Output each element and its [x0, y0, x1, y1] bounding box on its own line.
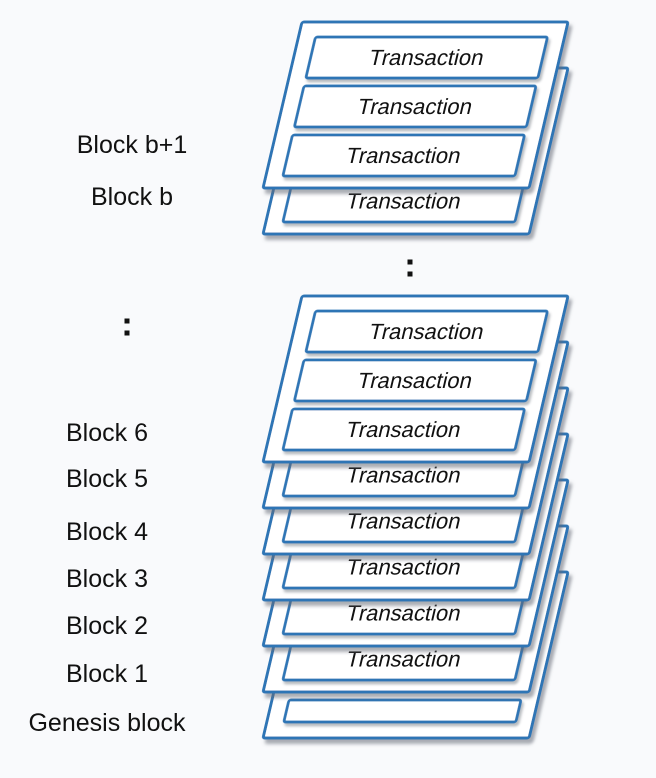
transaction-box	[281, 133, 526, 178]
side-label-block-6: Block 6	[66, 419, 148, 447]
side-label-block-1: Block 1	[66, 660, 148, 688]
transaction-label: Transaction	[344, 143, 464, 168]
transaction-label: Transaction	[367, 45, 487, 70]
transaction-label: Transaction	[355, 368, 475, 393]
side-label-block-3: Block 3	[66, 565, 148, 593]
transaction-label: Transaction	[344, 647, 464, 672]
transaction-box	[293, 358, 538, 403]
ellipsis-dot	[407, 259, 413, 265]
side-label-block-2: Block 2	[66, 612, 148, 640]
transaction-label: Transaction	[344, 555, 464, 580]
transaction-label: Transaction	[344, 463, 464, 488]
transaction-label: Transaction	[344, 601, 464, 626]
transaction-box	[304, 309, 549, 354]
transaction-label: Transaction	[344, 417, 464, 442]
side-label-block-b: Block b	[91, 183, 173, 211]
transaction-box	[293, 84, 538, 129]
transaction-box	[304, 35, 549, 80]
side-label-genesis-block: Genesis block	[28, 709, 186, 737]
side-label-block-4: Block 4	[66, 518, 148, 546]
side-label-block-5: Block 5	[66, 465, 148, 493]
transaction-label: Transaction	[344, 509, 464, 534]
transaction-box	[282, 698, 523, 724]
transaction-box	[281, 407, 526, 452]
transaction-label: Transaction	[344, 189, 464, 214]
ellipsis-dot	[124, 318, 130, 324]
transaction-label: Transaction	[355, 94, 475, 119]
side-label-block-b-1: Block b+1	[77, 131, 188, 159]
transaction-label: Transaction	[367, 319, 487, 344]
ellipsis-mark-2	[124, 318, 130, 336]
ellipsis-dot	[124, 330, 130, 336]
ellipsis-mark-1	[407, 259, 413, 277]
ellipsis-dot	[407, 271, 413, 277]
